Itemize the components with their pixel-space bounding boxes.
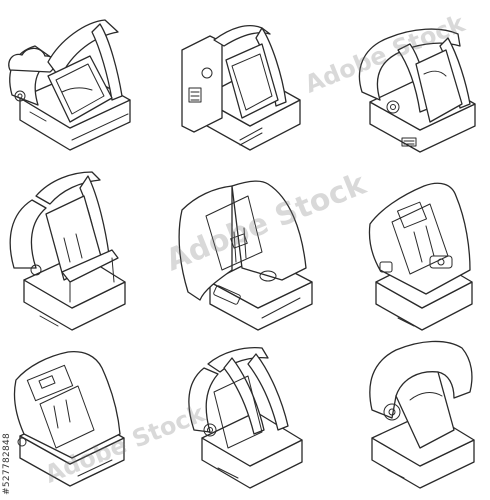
car-seat-harness-icon	[178, 180, 313, 331]
car-seat-hood-handle-icon	[358, 28, 476, 153]
car-seat-canopy-icon	[8, 19, 131, 151]
car-seat-console-icon	[13, 350, 125, 487]
car-seat-dome-hood-icon	[369, 340, 475, 489]
car-seat-tall-canopy-icon	[9, 171, 126, 331]
stock-id-label: #527782848	[2, 432, 12, 495]
car-seat-boxy-handle-icon	[181, 25, 301, 151]
car-seat-double-handle-icon	[188, 346, 303, 489]
car-seat-booster-icon	[368, 182, 473, 331]
